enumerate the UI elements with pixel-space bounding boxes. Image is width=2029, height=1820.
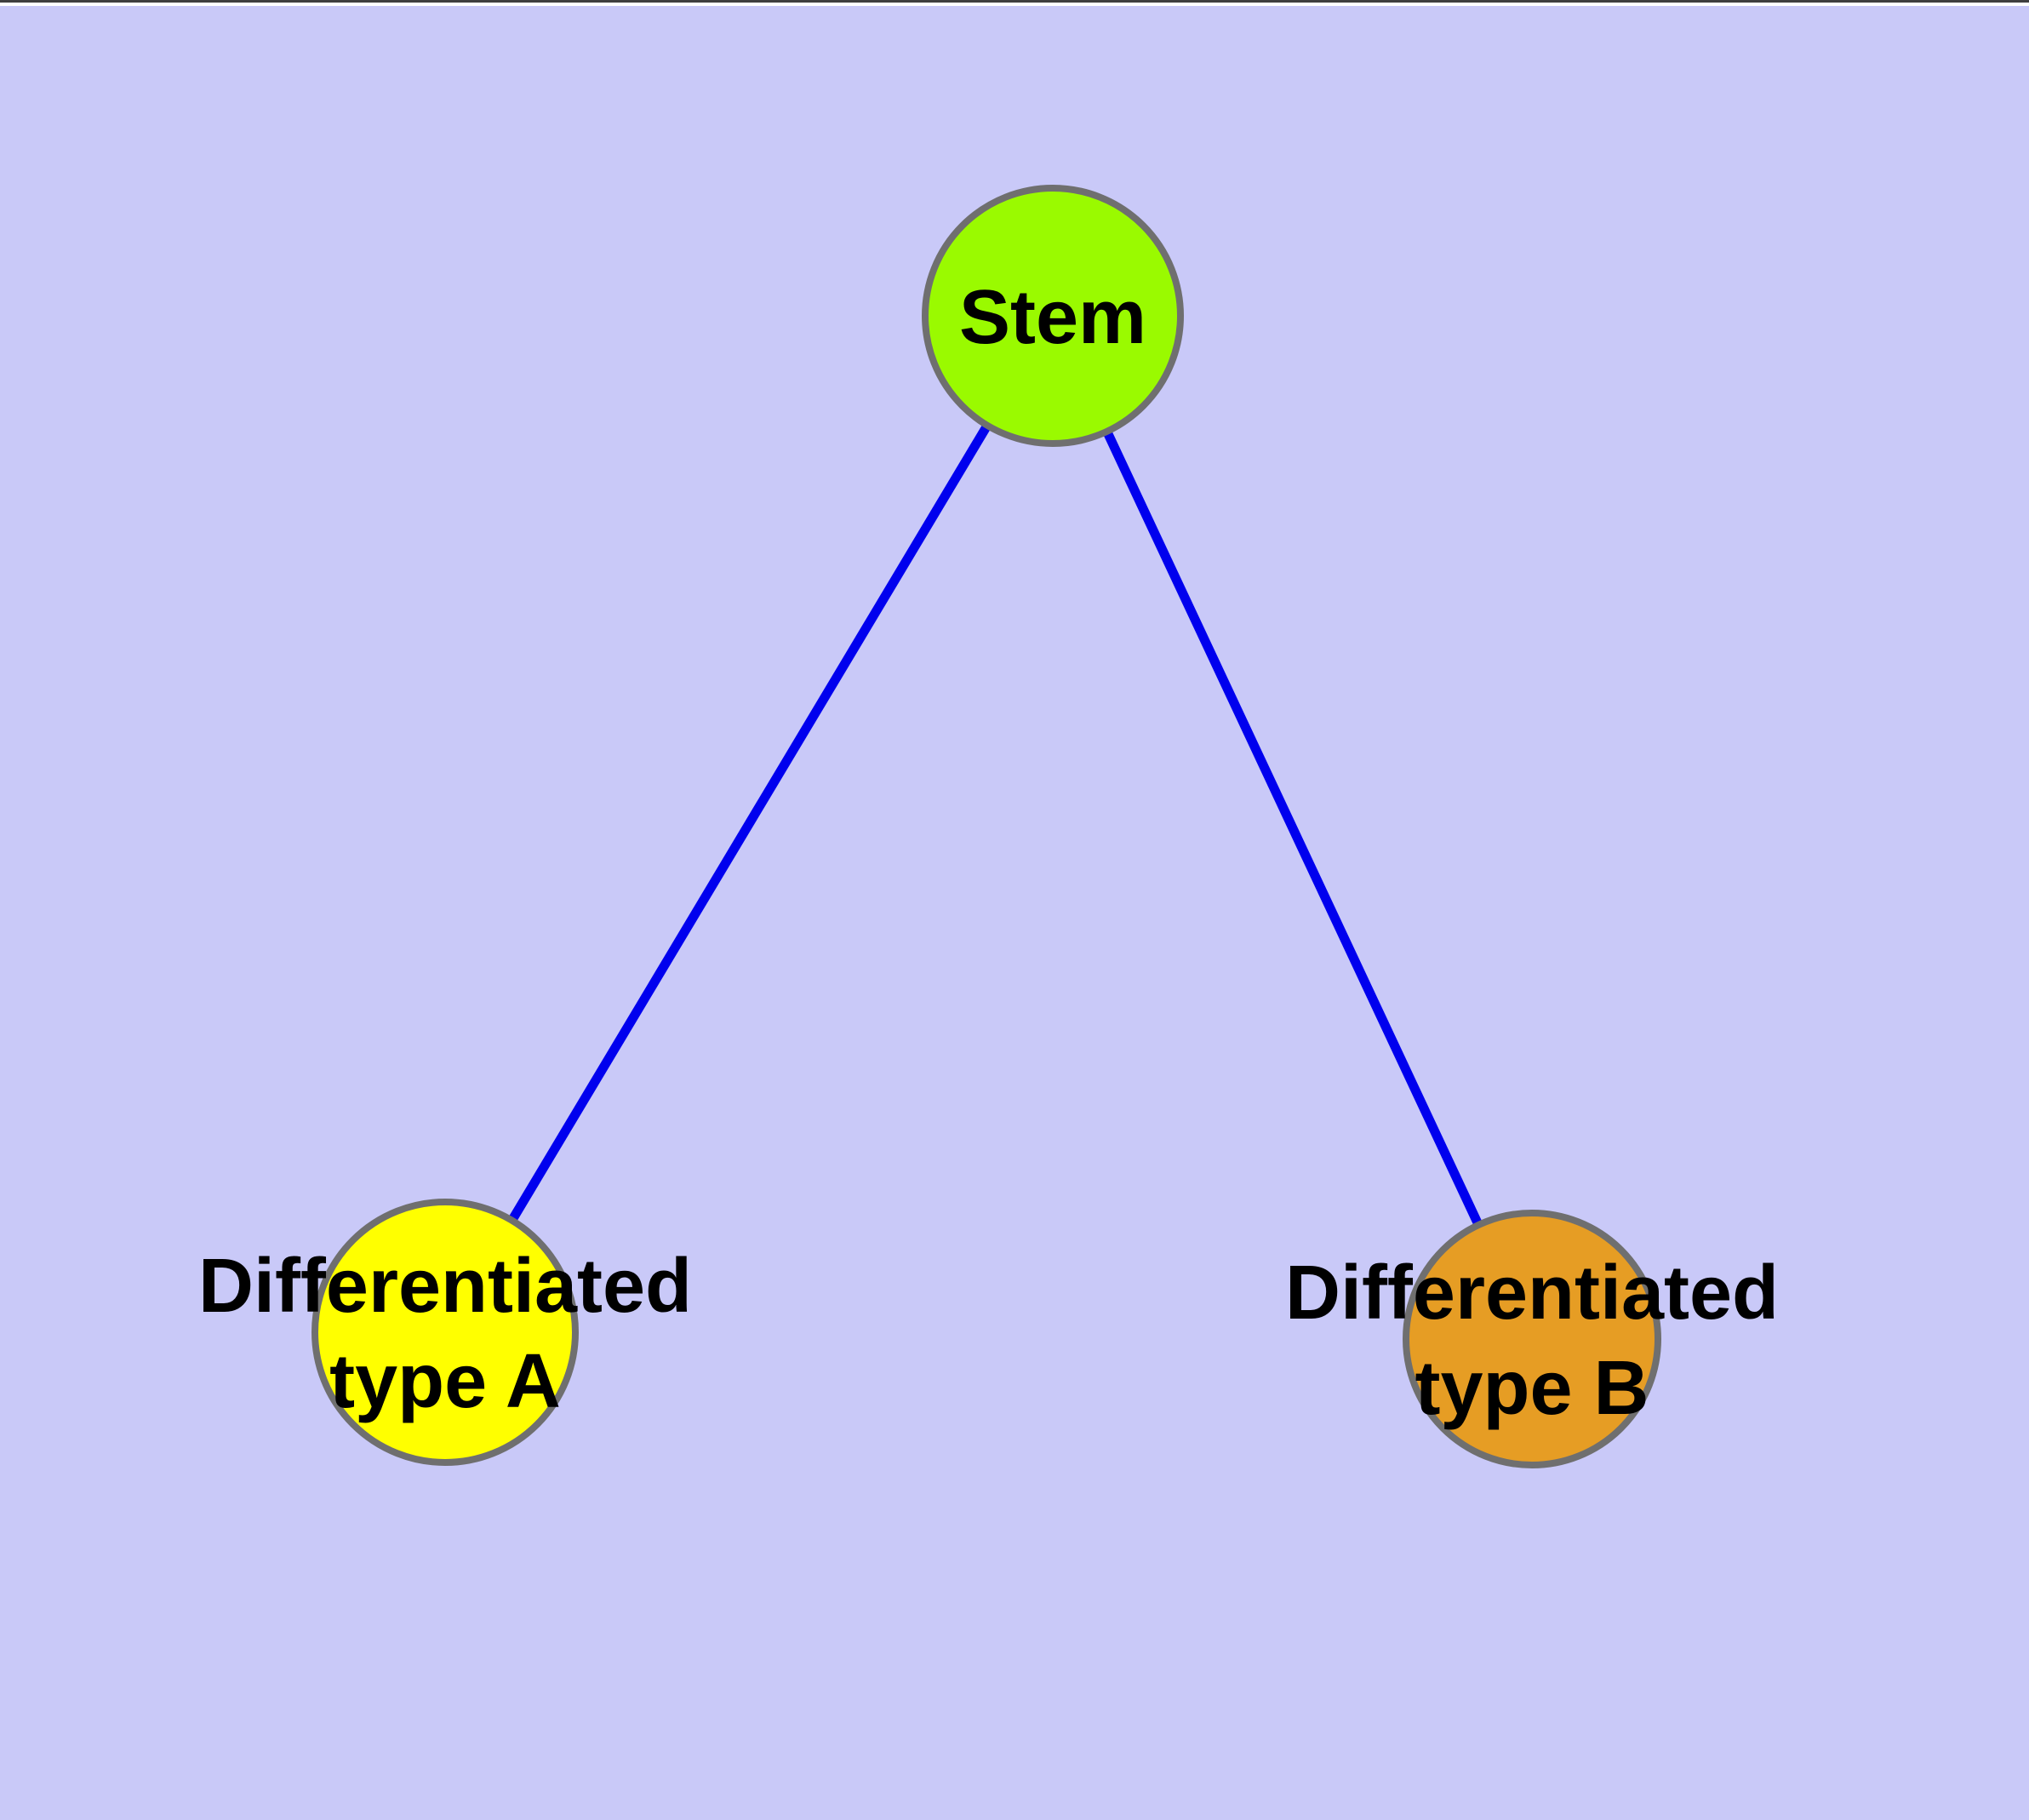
node-type-a-label-line1: Differentiated [198, 1244, 692, 1329]
node-type-b-label-line1: Differentiated [1285, 1251, 1779, 1336]
top-edge-line [0, 0, 2029, 3]
node-type-a-label-line2: type A [329, 1339, 561, 1424]
node-type-a-circle [311, 1199, 579, 1466]
edge-stem-to-type-a [441, 313, 1057, 1335]
top-edge-strip [0, 3, 2029, 6]
node-type-b-label-line2: type B [1415, 1346, 1649, 1431]
node-type-b-circle [1403, 1210, 1661, 1468]
node-stem-circle [922, 185, 1184, 447]
edge-stem-to-type-b [1049, 313, 1536, 1342]
node-stem-label: Stem [959, 275, 1146, 360]
